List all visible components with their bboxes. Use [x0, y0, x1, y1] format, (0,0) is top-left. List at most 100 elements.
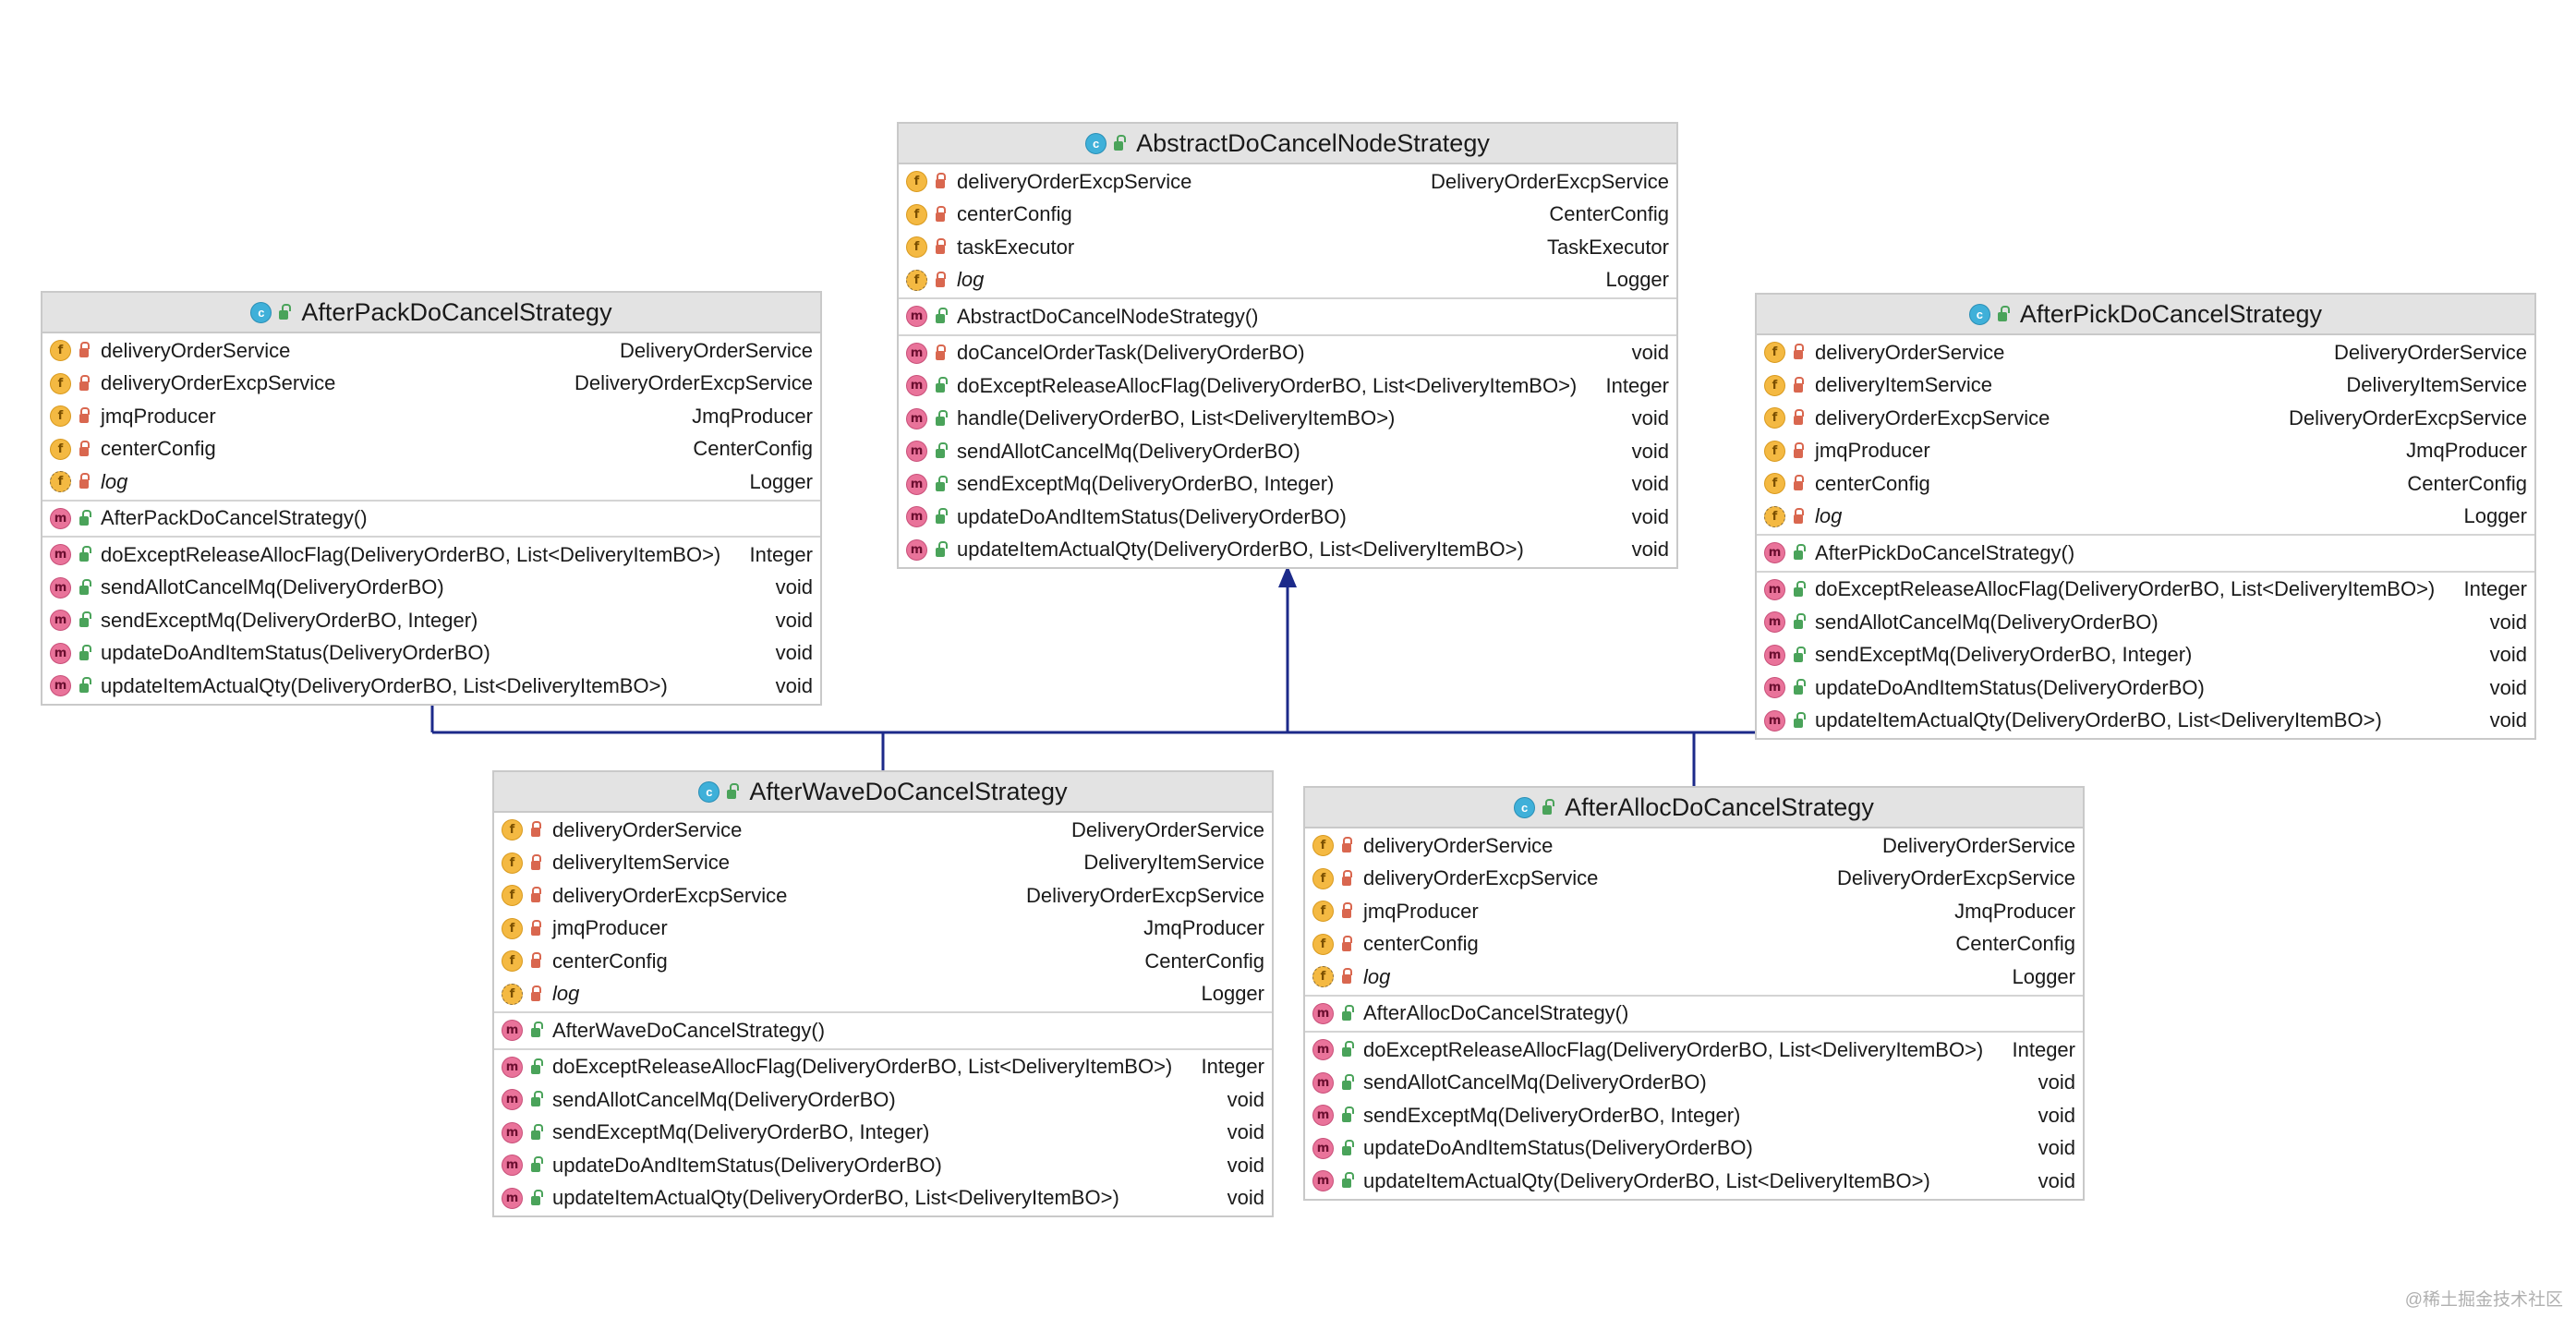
public-unlock-icon — [77, 509, 91, 526]
field-icon: f — [1312, 867, 1334, 889]
member-type: Logger — [1605, 268, 1669, 292]
field-icon: f — [50, 372, 71, 394]
member-name: log — [101, 469, 128, 493]
member-name: doCancelOrderTask(DeliveryOrderBO) — [957, 341, 1305, 365]
class-name: AbstractDoCancelNodeStrategy — [1136, 128, 1490, 157]
member-type: void — [2038, 1168, 2075, 1192]
member-type: JmqProducer — [1143, 916, 1264, 940]
public-unlock-icon — [528, 1189, 543, 1205]
member-name: updateItemActualQty(DeliveryOrderBO, Lis… — [101, 673, 668, 697]
field-icon: f — [906, 171, 927, 193]
static-field-icon: f — [1312, 966, 1334, 988]
class-icon: c — [1085, 132, 1107, 154]
field-icon: f — [50, 340, 71, 362]
member-type: void — [2038, 1070, 2075, 1094]
member-type: CenterConfig — [2407, 471, 2527, 495]
private-lock-icon — [1339, 968, 1354, 985]
method-icon: m — [1312, 1170, 1334, 1192]
member-name: deliveryItemService — [552, 851, 730, 875]
member-type: void — [2489, 610, 2527, 634]
class-name: AfterAllocDoCancelStrategy — [1565, 792, 1874, 821]
member-name: jmqProducer — [552, 916, 668, 940]
class-icon: c — [1514, 796, 1536, 818]
method-icon: m — [906, 342, 927, 364]
field-icon: f — [502, 852, 523, 874]
member-name: sendAllotCancelMq(DeliveryOrderBO) — [1363, 1070, 1707, 1094]
private-lock-icon — [1791, 507, 1806, 524]
member-type: JmqProducer — [2406, 439, 2527, 463]
private-lock-icon — [1339, 837, 1354, 853]
public-unlock-icon — [77, 546, 91, 562]
private-lock-icon — [528, 821, 543, 838]
member-name: log — [552, 982, 580, 1006]
public-unlock-icon — [1791, 679, 1806, 695]
